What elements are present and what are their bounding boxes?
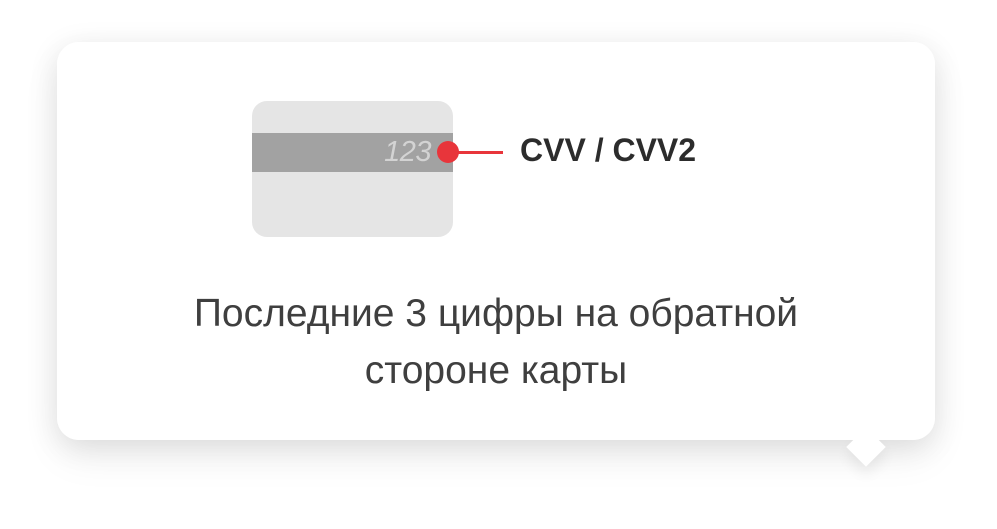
tooltip-body: 123 CVV / CVV2 Последние 3 цифры на обра…: [57, 42, 935, 440]
card-back-illustration: 123: [252, 101, 453, 237]
cvv-code-sample: 123: [384, 136, 431, 168]
cvv-tooltip: 123 CVV / CVV2 Последние 3 цифры на обра…: [57, 42, 935, 467]
pointer-line: [455, 151, 503, 154]
description-line-2: стороне карты: [364, 349, 628, 392]
signature-stripe: 123: [252, 133, 453, 172]
description-line-1: Последние 3 цифры на обратной: [193, 292, 799, 335]
cvv-label: CVV / CVV2: [520, 132, 697, 168]
cvv-description: Последние 3 цифры на обратной стороне ка…: [57, 285, 935, 399]
pointer-dot: [437, 141, 459, 163]
